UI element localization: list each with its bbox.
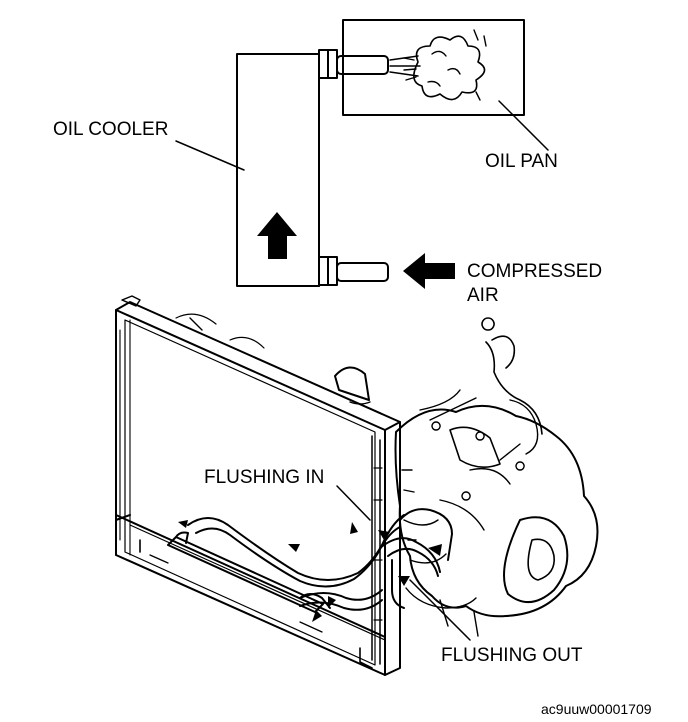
- air-jet-lines: [389, 55, 421, 77]
- label-flushing-out: FLUSHING OUT: [441, 645, 583, 666]
- oil-pan-box: [342, 19, 525, 116]
- flushing-in-leader: [336, 485, 371, 521]
- flow-arrows-small: [178, 520, 442, 622]
- transmission: [394, 317, 599, 637]
- oil-cooler-box: [236, 53, 320, 287]
- label-oil-cooler: OIL COOLER: [53, 119, 169, 140]
- radiator-side-tank: [371, 435, 383, 665]
- radiator: [115, 295, 401, 676]
- cooler-hoses: [187, 508, 453, 611]
- label-flushing-in: FLUSHING IN: [204, 467, 325, 488]
- compressed-air-arrow: [403, 253, 455, 289]
- upward-flow-arrow: [257, 212, 297, 259]
- upper-fitting: [318, 49, 389, 79]
- oil-pan-leader: [498, 100, 549, 151]
- label-oil-pan: OIL PAN: [485, 151, 558, 172]
- label-compressed: COMPRESSED: [467, 261, 603, 282]
- label-air: AIR: [467, 285, 499, 306]
- figure-code: ac9uuw00001709: [541, 701, 652, 717]
- flushing-out-leader: [409, 579, 471, 641]
- oil-cooler-leader: [175, 140, 245, 171]
- lower-fitting: [318, 256, 389, 286]
